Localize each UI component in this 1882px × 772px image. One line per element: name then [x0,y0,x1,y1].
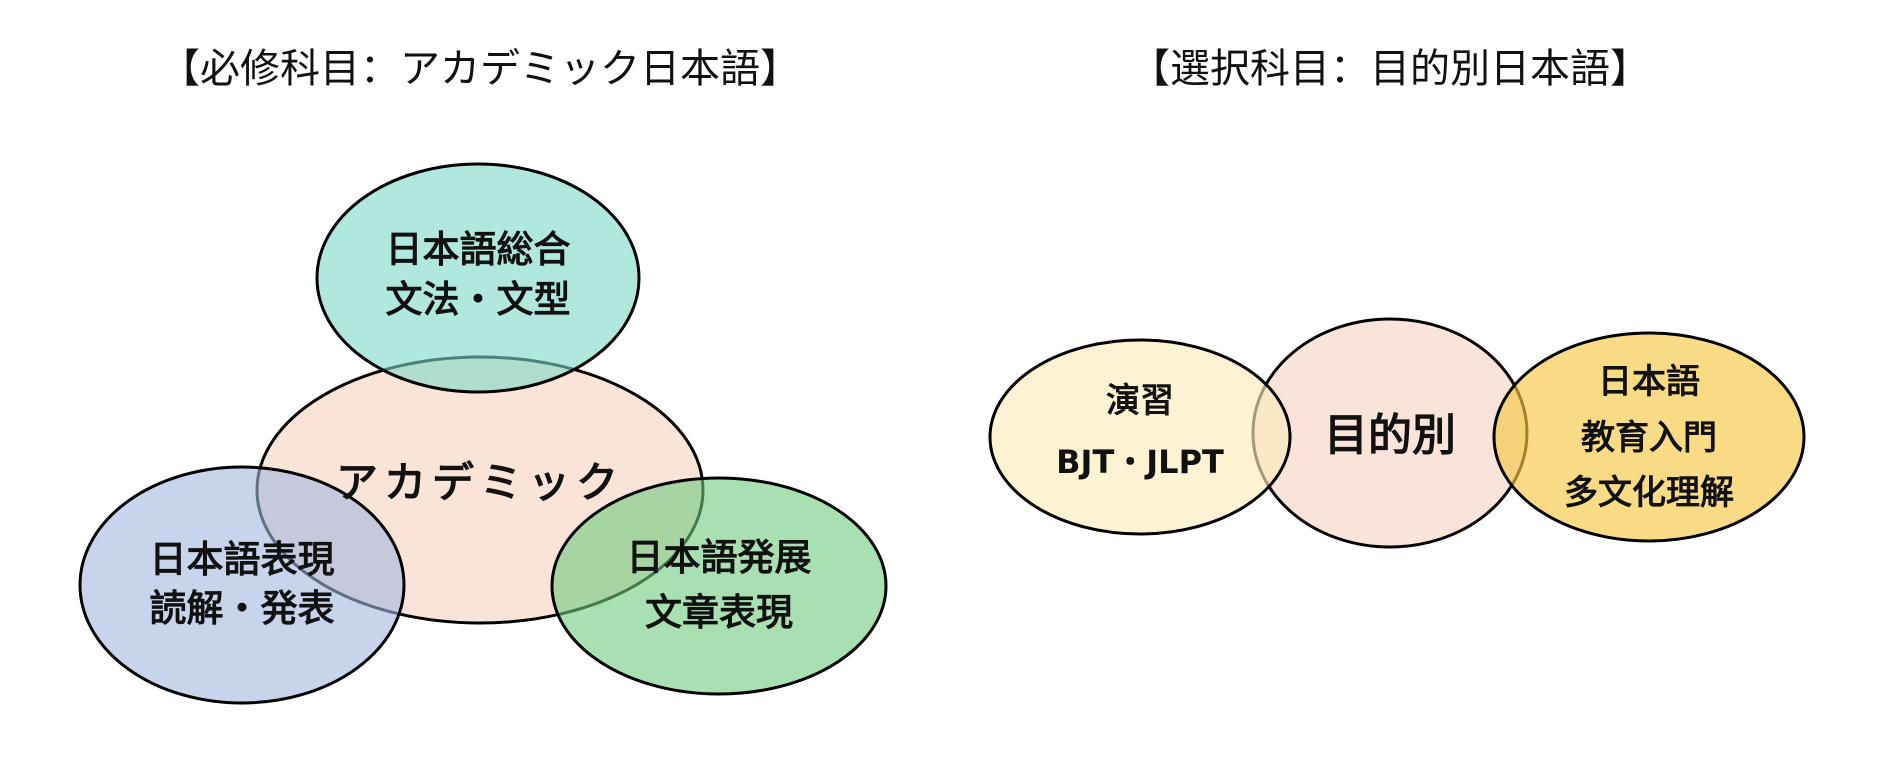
japanese-expression-line2: 読解・発表 [150,587,335,630]
japanese-education-ellipse [1492,331,1806,543]
general-japanese-ellipse [315,162,641,394]
japanese-education-line1: 日本語 [1598,362,1700,402]
exercises-line1: 演習 [1106,381,1174,421]
right-diagram-title: 【選択科目：目的別日本語】 [1130,46,1650,92]
advanced-japanese-ellipse [550,476,888,696]
japanese-education-line3: 多文化理解 [1564,473,1734,513]
general-japanese-line1: 日本語総合 [386,228,571,271]
japanese-expression-line1: 日本語表現 [150,538,335,581]
academic-label: アカデミック [336,458,624,507]
left-diagram-title: 【必修科目：アカデミック日本語】 [160,46,800,92]
exercises-ellipse [988,338,1292,536]
purpose-specific-label: 目的別 [1324,410,1456,461]
general-japanese-line2: 文法・文型 [386,278,571,321]
japanese-expression-ellipse [78,465,406,705]
advanced-japanese-line1: 日本語発展 [627,536,812,579]
japanese-education-line2: 教育入門 [1581,418,1717,458]
exercises-line2: BJT・JLPT [1056,443,1224,481]
advanced-japanese-line2: 文章表現 [645,591,793,634]
